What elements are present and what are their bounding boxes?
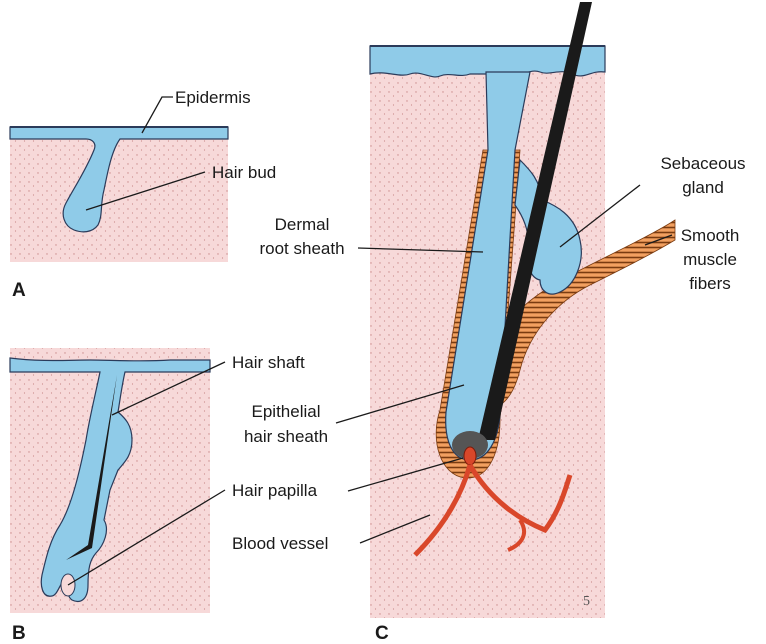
label-epithelial: Epithelial — [252, 402, 321, 421]
label-gland: gland — [682, 178, 724, 197]
artist-signature: 5 — [583, 594, 590, 609]
label-hair-sheath: hair sheath — [244, 427, 328, 446]
label-epidermis: Epidermis — [175, 88, 251, 107]
panel-a — [10, 127, 228, 262]
panel-label-b: B — [12, 623, 26, 644]
label-hair-papilla: Hair papilla — [232, 481, 318, 500]
label-smooth: Smooth — [681, 226, 740, 245]
panel-label-a: A — [12, 280, 26, 301]
label-sebaceous: Sebaceous — [660, 154, 745, 173]
label-blood-vessel: Blood vessel — [232, 534, 328, 553]
panel-b — [10, 348, 210, 613]
panel-label-c: C — [375, 623, 389, 644]
panel-c-hair-papilla — [464, 447, 476, 465]
label-dermal: Dermal — [275, 215, 330, 234]
label-fibers: fibers — [689, 274, 731, 293]
label-muscle: muscle — [683, 250, 737, 269]
label-hair-bud: Hair bud — [212, 163, 276, 182]
panel-c: 5 — [370, 2, 675, 618]
label-root-sheath: root sheath — [259, 239, 344, 258]
label-hair-shaft: Hair shaft — [232, 353, 305, 372]
panel-a-dermis — [10, 130, 228, 262]
